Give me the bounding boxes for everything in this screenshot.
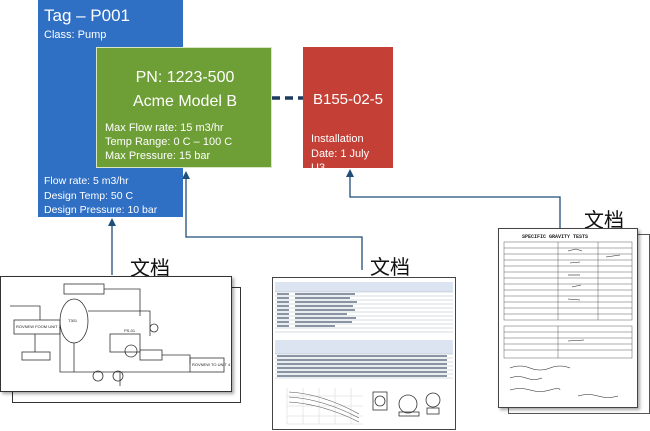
pid-drawing: ROVNEW FOOM UNIT 1 T301 ROVNEW TO UNIT 4…: [10, 283, 231, 386]
spec-sheet-sheet: [498, 228, 638, 408]
product-temp-range: Temp Range: 0 C – 100 C: [105, 136, 233, 148]
datasheet-drawing: [275, 282, 453, 425]
tag-title: Tag – P001: [44, 6, 131, 25]
pid-box-3: ROVNEW TO UNIT 4: [192, 362, 231, 367]
pid-document[interactable]: ROVNEW FOOM UNIT 1 T301 ROVNEW TO UNIT 4…: [0, 270, 245, 405]
arrow-spec-to-installation: [349, 175, 561, 228]
installation-line-1: Installation: [311, 133, 364, 145]
product-card[interactable]: PN: 1223-500 Acme Model B Max Flow rate:…: [96, 47, 272, 168]
pid-box-2: T301: [68, 318, 78, 323]
product-number: PN: 1223-500: [135, 69, 235, 86]
tag-design-pressure: Design Pressure: 10 bar: [44, 204, 158, 216]
spec-sheet-drawing: [503, 241, 633, 398]
tag-properties: Flow rate: 5 m3/hr Design Temp: 50 C Des…: [44, 174, 157, 218]
installation-card[interactable]: B155-02-5 Installation Date: 1 July U3: [303, 47, 393, 168]
tag-class: Class: Pump: [44, 29, 107, 41]
installation-id: B155-02-5: [312, 91, 384, 108]
datasheet-document[interactable]: [272, 277, 456, 430]
pid-box-4: PS-01: [124, 328, 136, 333]
document-label-datasheet: 文档: [370, 255, 410, 279]
arrow-datasheet-to-product: [185, 177, 363, 270]
spec-sheet-document[interactable]: SPECIFIC GRAVITY TESTS: [496, 228, 650, 418]
product-max-pressure: Max Pressure: 15 bar: [105, 150, 211, 162]
product-max-flow: Max Flow rate: 15 m3/hr: [105, 122, 224, 134]
spec-sheet-title: SPECIFIC GRAVITY TESTS: [522, 234, 589, 240]
product-model: Acme Model B: [132, 93, 238, 110]
product-properties: Max Flow rate: 15 m3/hr Temp Range: 0 C …: [105, 121, 265, 163]
tag-design-temp: Design Temp: 50 C: [44, 189, 134, 202]
tag-flow-rate: Flow rate: 5 m3/hr: [44, 175, 129, 187]
installation-details: Installation Date: 1 July U3: [311, 132, 369, 168]
installation-line-2: Date: 1 July: [311, 147, 370, 160]
installation-line-3: U3: [311, 162, 326, 168]
pid-box-1: ROVNEW FOOM UNIT 1: [16, 324, 62, 329]
